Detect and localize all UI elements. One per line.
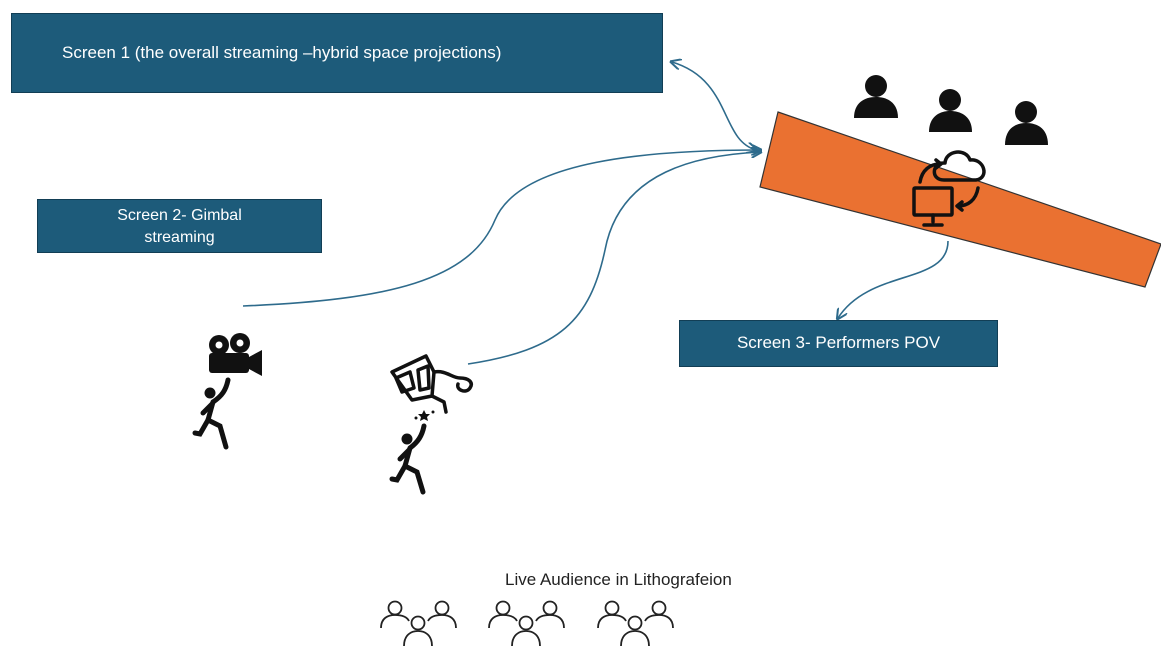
running-person-icon: [192, 377, 231, 450]
screen2-box: Screen 2- Gimbal streaming: [37, 199, 322, 253]
arrow-camera-to-stage: [242, 150, 760, 307]
screen1-label: Screen 1 (the overall streaming –hybrid …: [62, 43, 502, 62]
cloud-computer-sync-icon: [912, 150, 986, 227]
stage-panel: [759, 111, 1161, 288]
screen3-box: Screen 3- Performers POV: [679, 320, 998, 367]
3d-glasses-icon: [390, 354, 473, 414]
arrow-vr-to-stage: [467, 152, 760, 365]
people-group-outline-icon: [380, 600, 457, 647]
remote-user-icon: [854, 75, 898, 118]
audience-label: Live Audience in Lithografeion: [505, 570, 732, 589]
screen2-label-line1: Screen 2- Gimbal: [117, 207, 242, 224]
arrow-stage-to-screen1: [672, 62, 756, 150]
people-group-outline-icon: [488, 600, 565, 647]
screen1-box: Screen 1 (the overall streaming –hybrid …: [11, 13, 663, 93]
screen3-label: Screen 3- Performers POV: [736, 333, 941, 352]
arrow-stage-to-screen3: [838, 240, 949, 318]
sparkle-icon: [414, 410, 435, 421]
remote-user-icon: [1005, 101, 1048, 145]
people-group-outline-icon: [597, 600, 674, 647]
remote-user-icon: [929, 89, 972, 132]
movie-camera-icon: [209, 333, 262, 376]
screen2-label-line2: streaming: [144, 229, 215, 246]
running-person-icon: [389, 423, 427, 495]
